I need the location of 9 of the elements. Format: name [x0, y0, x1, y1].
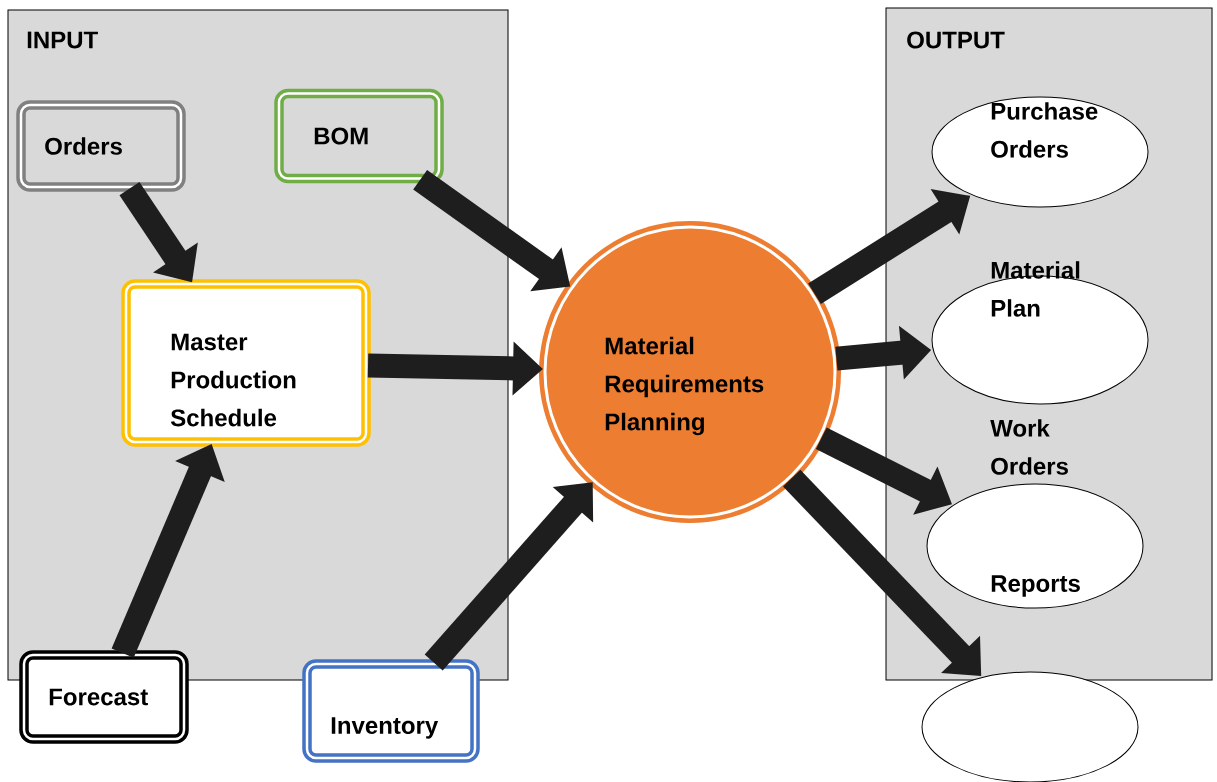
output-ellipse: [921, 671, 1139, 782]
input-box: Orders: [16, 100, 186, 192]
input-box: Forecast: [19, 650, 189, 744]
input-box: Inventory: [302, 659, 480, 763]
node-label: Work Orders: [990, 419, 1068, 475]
node-label: Material: [991, 261, 1080, 279]
block-arrow: [424, 482, 594, 671]
input-box: Master Production Schedule: [121, 279, 371, 447]
input-box: BOM: [274, 88, 444, 184]
